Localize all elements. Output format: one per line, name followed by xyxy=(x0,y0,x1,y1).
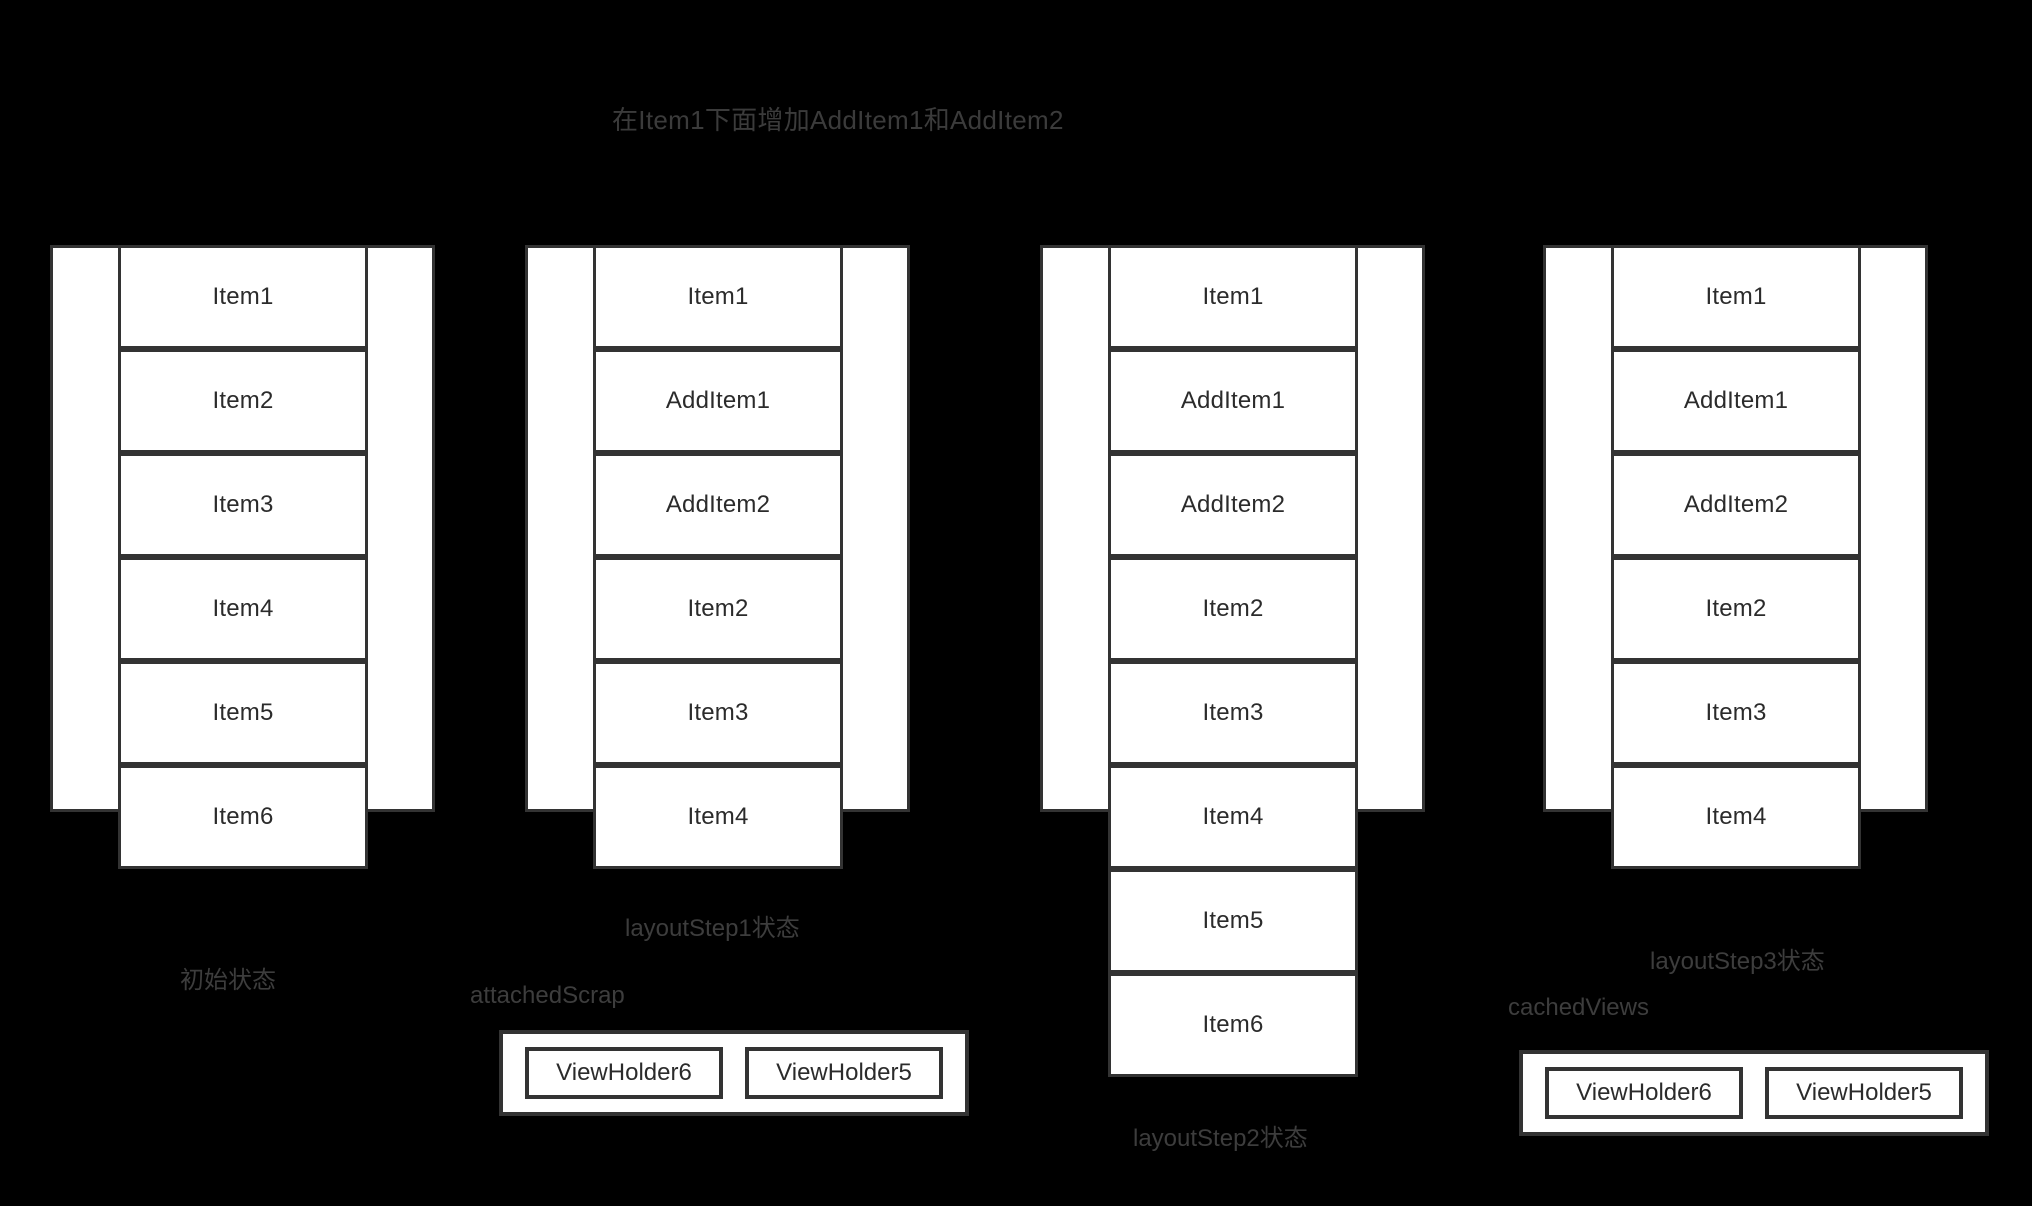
column-caption-layout-step-2: layoutStep2状态 xyxy=(1133,1125,1308,1152)
viewholder-chip[interactable]: ViewHolder6 xyxy=(1545,1067,1743,1119)
column-caption-layout-step-1: layoutStep1状态 xyxy=(625,915,800,942)
item-cell[interactable]: Item2 xyxy=(1108,557,1358,661)
item-cell[interactable]: Item3 xyxy=(118,453,368,557)
cache-label-attached-scrap: attachedScrap xyxy=(470,982,625,1009)
item-cell[interactable]: Item5 xyxy=(1108,869,1358,973)
viewholder-chip[interactable]: ViewHolder6 xyxy=(525,1047,723,1099)
item-cell[interactable]: Item1 xyxy=(1108,245,1358,349)
item-cell[interactable]: Item3 xyxy=(1108,661,1358,765)
item-cell[interactable]: Item1 xyxy=(593,245,843,349)
item-cell[interactable]: Item3 xyxy=(593,661,843,765)
viewholder-chip[interactable]: ViewHolder5 xyxy=(745,1047,943,1099)
item-cell[interactable]: AddItem2 xyxy=(1611,453,1861,557)
cache-label-cached-views: cachedViews xyxy=(1508,994,1649,1021)
item-cell[interactable]: Item6 xyxy=(118,765,368,869)
item-cell[interactable]: Item4 xyxy=(1611,765,1861,869)
item-cell[interactable]: Item3 xyxy=(1611,661,1861,765)
diagram-title: 在Item1下面增加AddItem1和AddItem2 xyxy=(612,105,1064,135)
cached-views-box: ViewHolder6 ViewHolder5 xyxy=(1519,1050,1989,1136)
item-cell[interactable]: Item2 xyxy=(1611,557,1861,661)
item-cell[interactable]: Item2 xyxy=(593,557,843,661)
viewholder-chip[interactable]: ViewHolder5 xyxy=(1765,1067,1963,1119)
item-cell[interactable]: AddItem2 xyxy=(1108,453,1358,557)
item-cell[interactable]: AddItem1 xyxy=(593,349,843,453)
attached-scrap-box: ViewHolder6 ViewHolder5 xyxy=(499,1030,969,1116)
item-cell[interactable]: Item4 xyxy=(118,557,368,661)
column-caption-initial: 初始状态 xyxy=(180,967,276,994)
item-cell[interactable]: AddItem1 xyxy=(1611,349,1861,453)
item-cell[interactable]: Item4 xyxy=(1108,765,1358,869)
item-cell[interactable]: Item6 xyxy=(1108,973,1358,1077)
item-cell[interactable]: Item5 xyxy=(118,661,368,765)
column-caption-layout-step-3: layoutStep3状态 xyxy=(1650,948,1825,975)
item-cell[interactable]: AddItem1 xyxy=(1108,349,1358,453)
item-cell[interactable]: Item2 xyxy=(118,349,368,453)
item-cell[interactable]: Item1 xyxy=(1611,245,1861,349)
item-cell[interactable]: Item4 xyxy=(593,765,843,869)
item-cell[interactable]: AddItem2 xyxy=(593,453,843,557)
item-cell[interactable]: Item1 xyxy=(118,245,368,349)
